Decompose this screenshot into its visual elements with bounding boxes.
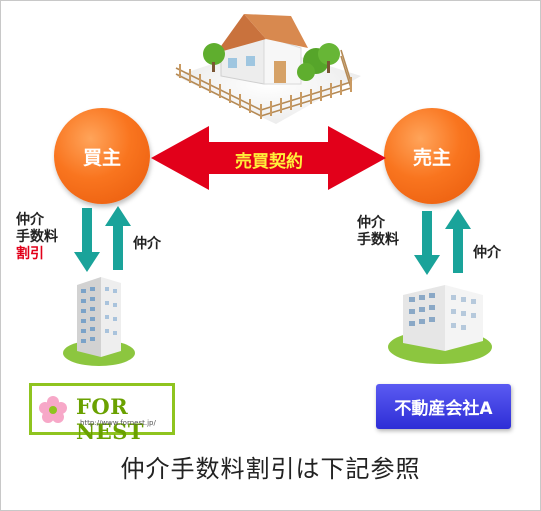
- left-fee-line2: 手数料: [16, 229, 58, 245]
- for-nest-wordmark: FOR NEST: [76, 394, 144, 444]
- flower-icon: [39, 396, 67, 423]
- left-discount-label: 割引: [16, 246, 44, 262]
- house-illustration: [175, 14, 361, 124]
- office-building-illustration: [388, 285, 492, 364]
- right-fee-label: 仲介 手数料: [357, 215, 399, 249]
- for-nest-url: http://www.fornest.jp/: [80, 419, 156, 427]
- buyer-label: 買主: [82, 146, 121, 169]
- left-fee-arrow: [74, 208, 100, 272]
- right-service-label: 仲介: [473, 245, 501, 261]
- left-fee-line1: 仲介: [16, 212, 44, 228]
- seller-label: 売主: [412, 146, 451, 169]
- bottom-caption: 仲介手数料割引は下記参照: [120, 455, 421, 483]
- right-fee-line1: 仲介: [357, 215, 385, 231]
- company-a-label: 不動産会社A: [394, 399, 493, 419]
- contract-double-arrow: [151, 126, 386, 190]
- right-service-arrow: [445, 209, 471, 273]
- tower-building-illustration: [63, 277, 135, 366]
- right-fee-line2: 手数料: [357, 232, 399, 248]
- company-a-badge: 不動産会社A: [376, 384, 511, 429]
- contract-label: 売買契約: [235, 152, 303, 172]
- left-service-arrow: [105, 206, 131, 270]
- for-nest-logo: FOR NEST http://www.fornest.jp/: [29, 383, 175, 444]
- right-fee-arrow: [414, 211, 440, 275]
- seller-circle: 売主: [384, 108, 480, 204]
- buyer-circle: 買主: [54, 108, 150, 204]
- left-fee-label: 仲介 手数料 割引: [16, 212, 58, 263]
- left-service-label: 仲介: [133, 236, 161, 252]
